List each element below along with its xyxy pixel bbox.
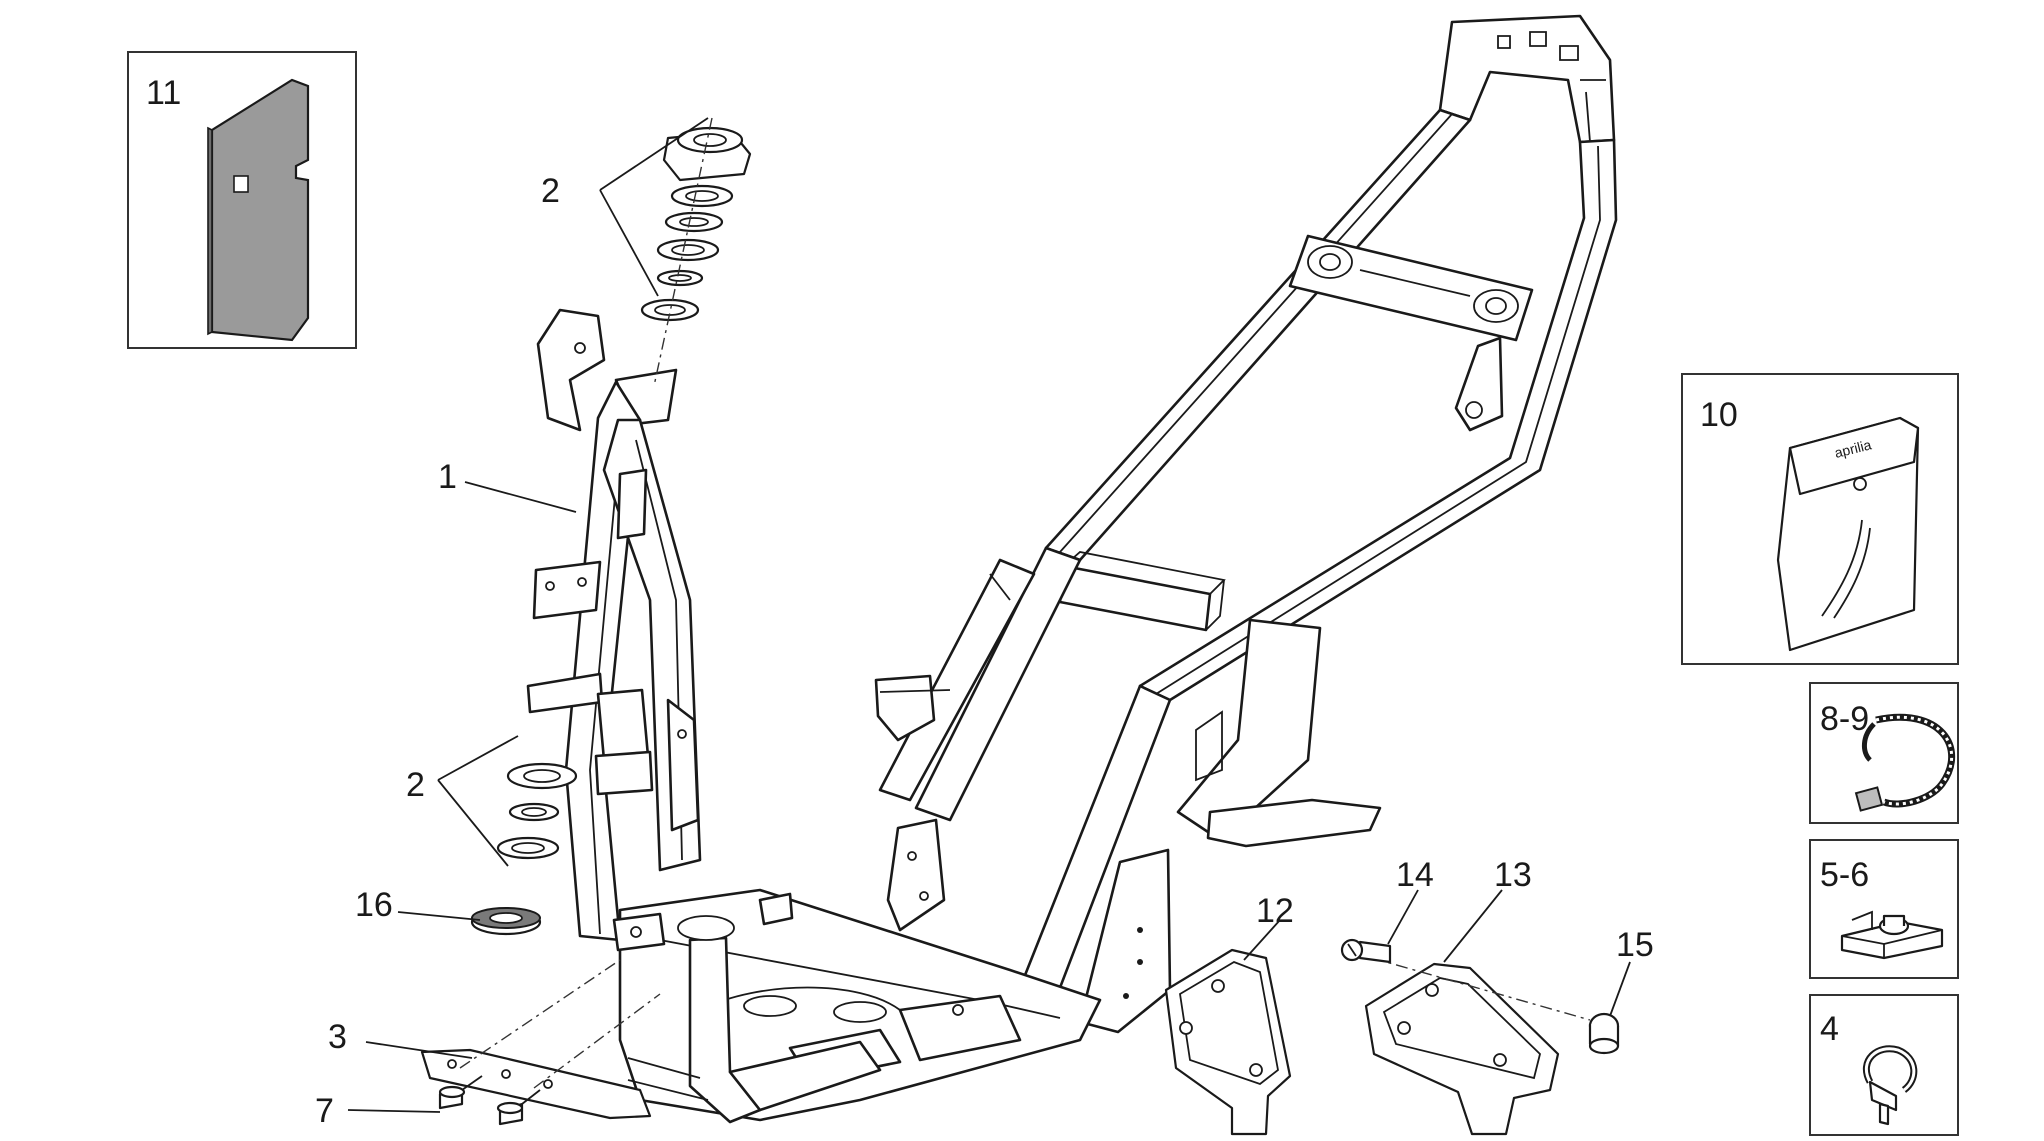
warning-plate-icon bbox=[207, 78, 310, 342]
callout-11: 11 bbox=[146, 74, 181, 112]
callout-12: 12 bbox=[1256, 892, 1294, 930]
callout-7: 7 bbox=[315, 1092, 334, 1130]
clip-nut-icon bbox=[1840, 910, 1944, 960]
document-pouch-icon: aprilia bbox=[1776, 416, 1920, 652]
nut-15[interactable] bbox=[1588, 1012, 1620, 1055]
bearing-ring-16[interactable] bbox=[470, 907, 542, 936]
callout-8-9: 8-9 bbox=[1820, 700, 1869, 738]
callout-14: 14 bbox=[1396, 856, 1434, 894]
callout-4: 4 bbox=[1820, 1010, 1839, 1048]
lower-bearing-set[interactable] bbox=[496, 762, 578, 860]
part-box-8-9[interactable]: 8-9 bbox=[1809, 682, 1959, 824]
callout-13: 13 bbox=[1494, 856, 1532, 894]
main-frame[interactable] bbox=[526, 14, 1618, 1124]
hose-clamp-icon bbox=[1862, 1045, 1918, 1126]
part-box-11[interactable]: 11 bbox=[127, 51, 357, 349]
part-box-10[interactable]: 10 aprilia bbox=[1681, 373, 1959, 665]
leader-lines bbox=[347, 117, 1631, 1113]
callout-1: 1 bbox=[438, 458, 457, 496]
callout-15: 15 bbox=[1616, 926, 1654, 964]
callout-2-lower: 2 bbox=[406, 766, 425, 804]
callout-2-upper: 2 bbox=[541, 172, 560, 210]
cable-tie-icon bbox=[1854, 713, 1956, 812]
callout-16: 16 bbox=[355, 886, 393, 924]
callout-labels: 2 1 2 16 3 7 12 13 14 15 bbox=[315, 172, 1654, 1130]
part-box-8-9-border bbox=[1809, 682, 1959, 824]
upper-bearing-set[interactable] bbox=[640, 117, 752, 387]
guard-plate-13[interactable] bbox=[1364, 957, 1591, 1136]
guard-plate-12[interactable] bbox=[1164, 948, 1292, 1136]
part-box-5-6[interactable]: 5-6 bbox=[1809, 839, 1959, 979]
screws-7[interactable] bbox=[438, 1075, 541, 1126]
part-box-4[interactable]: 4 bbox=[1809, 994, 1959, 1136]
bolt-14[interactable] bbox=[1340, 938, 1392, 964]
callout-5-6: 5-6 bbox=[1820, 856, 1869, 894]
callout-3: 3 bbox=[328, 1018, 347, 1056]
callout-10: 10 bbox=[1700, 396, 1738, 434]
bracket-plate-3[interactable] bbox=[420, 959, 661, 1120]
